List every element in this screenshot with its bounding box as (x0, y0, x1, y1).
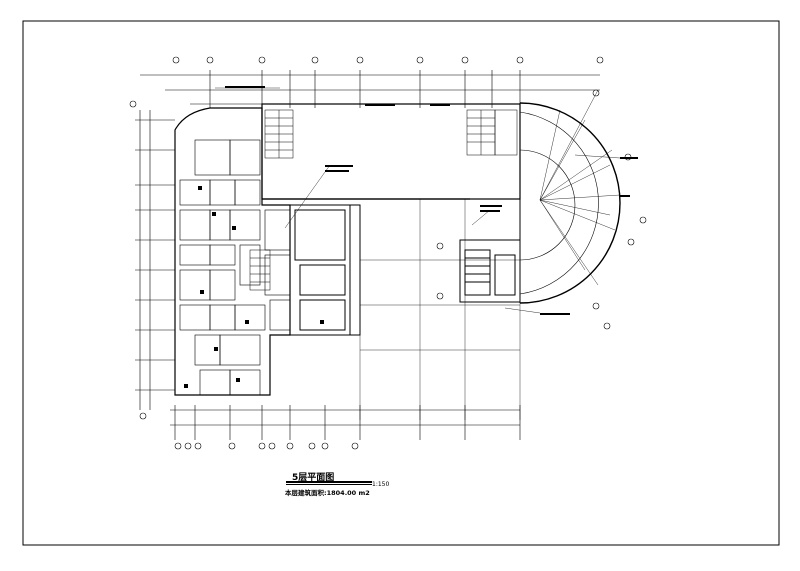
right-core (459, 239, 521, 303)
semicircle-hall (519, 102, 621, 304)
left-wing-stair (249, 249, 271, 291)
title-underline-thin (286, 484, 372, 485)
left-wing-rooms (179, 139, 291, 396)
floor-area-note: 本层建筑面积:1804.00 m2 (285, 489, 370, 497)
top-ticks (209, 70, 521, 108)
annotation-marks (225, 86, 638, 315)
top-dimensions (140, 74, 600, 105)
title-underline (286, 481, 372, 483)
axis-bubbles (129, 56, 647, 450)
left-dimensions (135, 110, 175, 410)
leader-lines (215, 87, 621, 314)
fixtures (184, 186, 324, 388)
stair-right (466, 109, 518, 156)
drawing-scale: 1:150 (372, 481, 390, 488)
sheet-border (22, 20, 780, 546)
left-wing-outline (174, 107, 291, 396)
drawing-title: 5层平面图 (292, 473, 335, 483)
center-block (289, 204, 361, 336)
stair-left (264, 109, 294, 159)
bottom-dimensions (170, 405, 521, 440)
radial-lines (539, 89, 621, 286)
column-grid-center (359, 199, 521, 420)
